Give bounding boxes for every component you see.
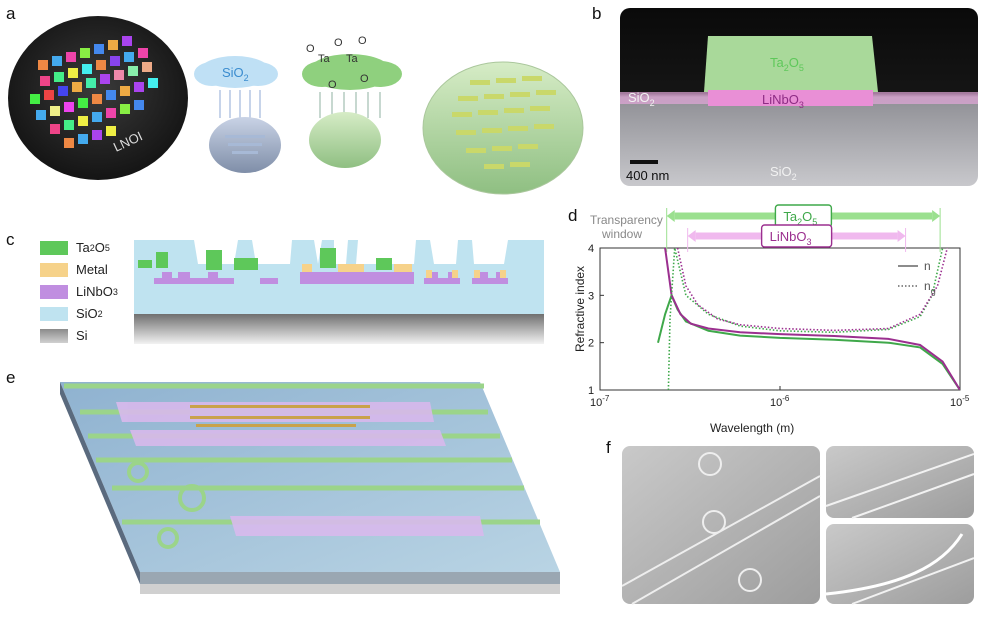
y-tick-label: 2 [588, 338, 594, 350]
scale-bar-label: 400 nm [626, 168, 669, 183]
legend-si: Si [40, 328, 88, 343]
panel-letter-b: b [592, 4, 602, 23]
y-tick-label: 4 [588, 243, 594, 255]
series-line [667, 248, 944, 390]
window-label: Ta2O5 [783, 209, 817, 227]
panel-letter-c: c [6, 230, 15, 249]
x-tick-label: 10-6 [770, 394, 790, 409]
svg-text:O: O [306, 43, 315, 55]
patterned-devices [452, 76, 556, 169]
panel-a-figure: LNOI SiO2 O Ta O Ta O O O [8, 16, 584, 195]
y-tick-label: 3 [588, 290, 594, 302]
svg-text:SiO2: SiO2 [770, 164, 797, 182]
window-label-box [760, 224, 833, 248]
y-axis-label: Refractive index [573, 266, 587, 352]
legend-metal: Metal [40, 262, 108, 277]
transparency-label-2: window [601, 227, 642, 241]
svg-text:O: O [334, 37, 343, 49]
panel-letter-a: a [6, 4, 16, 23]
panel-f-sem-images [622, 446, 974, 605]
x-tick-label: 10-5 [950, 394, 970, 409]
scale-bar [630, 160, 658, 164]
svg-text:O: O [360, 73, 369, 85]
svg-text:O: O [328, 79, 337, 91]
legend-label: ng [924, 279, 936, 296]
lnoi-wafer: LNOI [8, 16, 188, 180]
series-line [676, 248, 949, 332]
y-tick-label: 1 [588, 385, 594, 397]
transparency-label: Transparency [590, 213, 663, 227]
ta2o5-cloud: O Ta O Ta O O O [302, 35, 402, 118]
svg-text:O: O [358, 35, 367, 47]
svg-text:LiNbO3: LiNbO3 [762, 92, 804, 110]
window-arrow-left [666, 210, 675, 222]
panel-b-sem-image: Ta2O5 LiNbO3 SiO2 SiO2 400 nm [620, 8, 978, 186]
panel-e-device-chip [60, 382, 560, 594]
panel-letter-e: e [6, 368, 16, 387]
plot-frame [599, 247, 961, 391]
panel-c-cross-section [134, 240, 544, 344]
window-label: LiNbO3 [770, 229, 812, 247]
window-arrow-right [897, 230, 906, 242]
legend-label: n [924, 259, 931, 273]
panel-letter-f: f [606, 438, 611, 457]
panel-letter-d: d [568, 206, 578, 225]
sio2-cloud: SiO2 [194, 56, 278, 118]
x-tick-label: 10-7 [590, 394, 610, 409]
series-line [657, 292, 960, 390]
window-arrow-left [687, 230, 696, 242]
ta2o5-coated-wafer [309, 112, 381, 168]
series-line [664, 248, 960, 390]
svg-text:Ta: Ta [318, 53, 331, 65]
svg-text:Ta2O5: Ta2O5 [770, 55, 804, 73]
x-axis-label: Wavelength (m) [710, 421, 794, 435]
svg-text:SiO2: SiO2 [222, 65, 249, 83]
window-arrow-right [932, 210, 941, 222]
svg-text:SiO2: SiO2 [628, 90, 655, 108]
svg-text:Ta: Ta [346, 53, 359, 65]
